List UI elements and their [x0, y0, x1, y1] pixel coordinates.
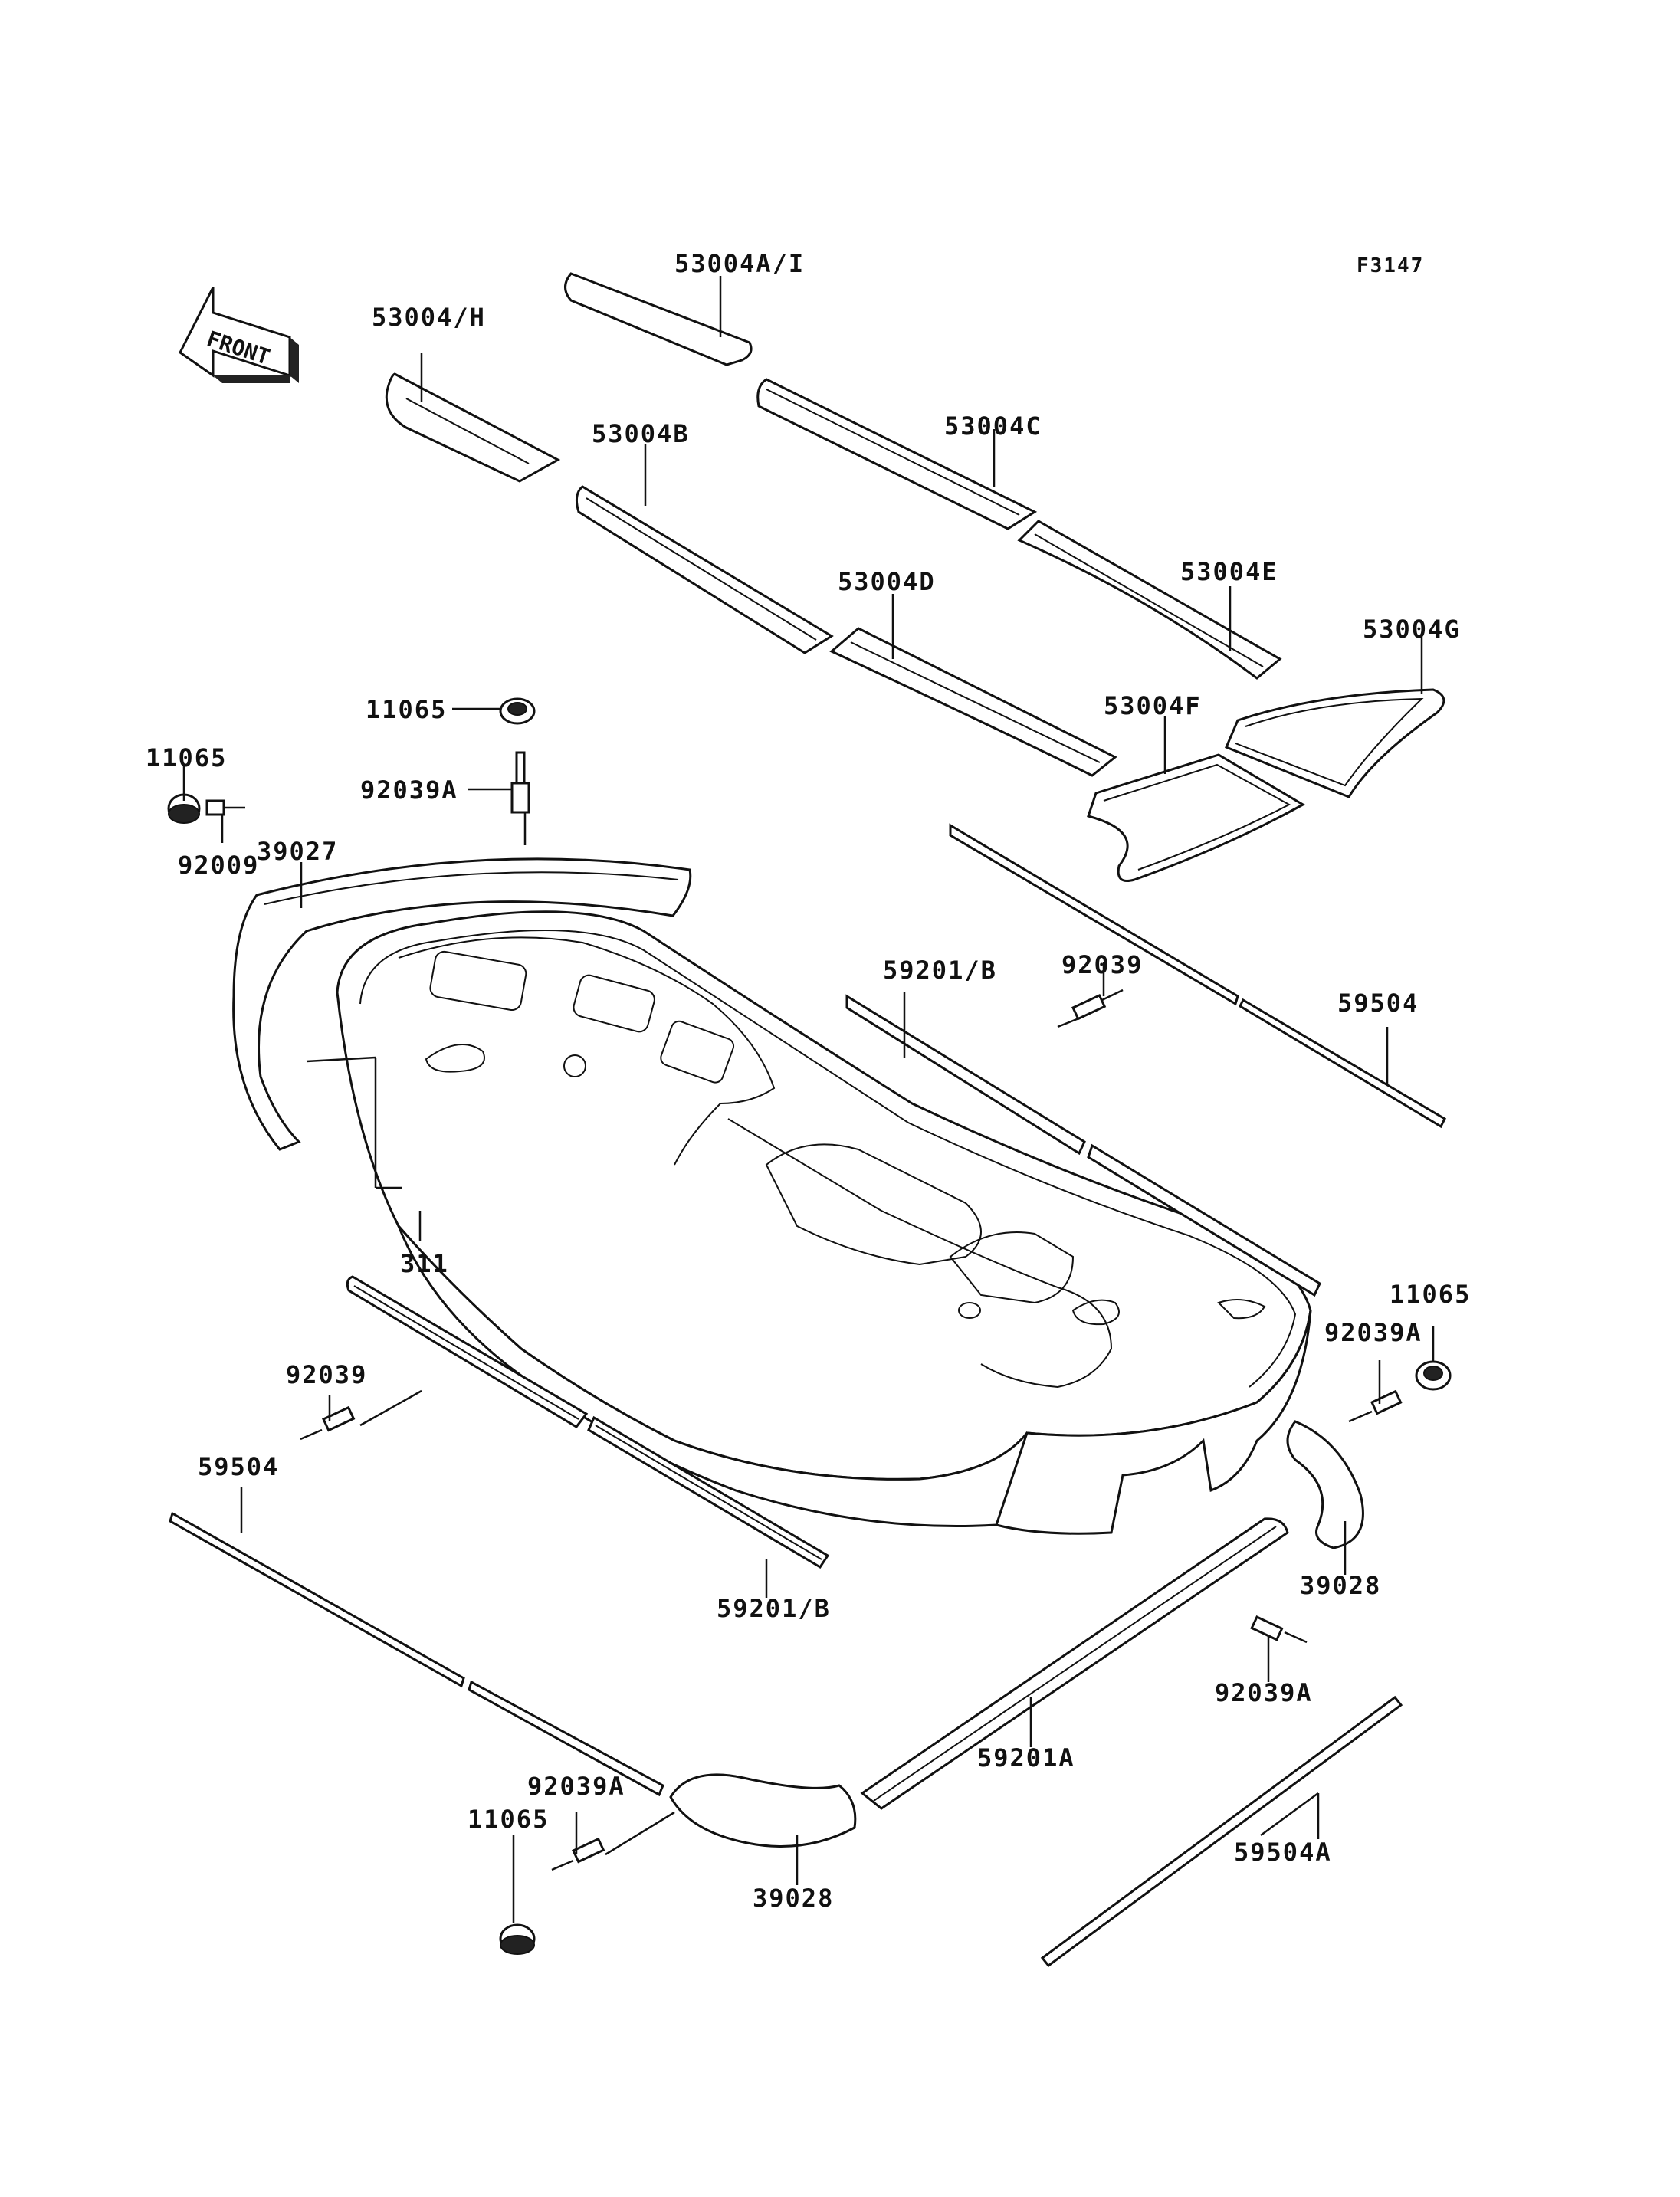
label-11065-top: 11065 [366, 695, 447, 724]
rivet-92039a-right [1348, 1389, 1403, 1423]
label-59504a: 59504A [1234, 1838, 1332, 1867]
rivet-92039-mid [1071, 989, 1124, 1021]
label-59201a: 59201A [977, 1743, 1075, 1772]
mat-53004f [1087, 753, 1306, 882]
label-53004h: 53004/H [372, 303, 486, 332]
label-11065-bottom: 11065 [468, 1805, 549, 1834]
label-11065-right: 11065 [1390, 1280, 1471, 1309]
diagram-ref-code: F3147 [1357, 254, 1424, 277]
leader-lines [182, 276, 1435, 1923]
front-arrow-icon: FRONT [179, 287, 299, 383]
label-92039a-rlow: 92039A [1215, 1678, 1313, 1707]
rivet-92039a-rlow [1250, 1615, 1308, 1644]
cap-nut-11065-top [499, 697, 536, 725]
mat-53004e [1017, 520, 1282, 680]
rivet-92039-left [300, 1405, 356, 1441]
cap-11065-bottom [499, 1923, 536, 1955]
mat-53004g [1225, 688, 1445, 798]
strip-59504-left [169, 1511, 664, 1797]
label-92039a-right: 92039A [1324, 1318, 1422, 1347]
label-59504-left: 59504 [198, 1452, 279, 1481]
label-311: 311 [400, 1249, 449, 1278]
screw-92009 [205, 799, 245, 816]
label-92039-left: 92039 [286, 1360, 367, 1389]
label-92039a-bottom: 92039A [527, 1772, 625, 1801]
rivet-92039a-top [510, 751, 530, 814]
label-39027: 39027 [257, 837, 338, 866]
rail-59201a [860, 1517, 1289, 1810]
strip-59504a [1040, 1695, 1403, 1968]
rail-59201b-bottom [346, 1275, 830, 1569]
cap-11065-left [167, 793, 201, 824]
mat-53004ai [564, 272, 753, 366]
label-92009: 92009 [178, 851, 259, 880]
label-53004f: 53004F [1104, 691, 1202, 720]
label-11065-left: 11065 [146, 743, 227, 772]
label-59201b-bottom: 59201/B [717, 1594, 831, 1623]
label-53004ai: 53004A/I [674, 249, 805, 278]
label-53004c: 53004C [944, 412, 1042, 441]
label-53004b: 53004B [592, 419, 690, 448]
label-53004d: 53004D [838, 567, 936, 596]
label-92039a-top: 92039A [360, 776, 458, 805]
label-39028-bottom: 39028 [753, 1884, 834, 1913]
label-39028-right: 39028 [1300, 1571, 1381, 1600]
strip-59504-right [949, 823, 1446, 1129]
rivet-92039a-bottom [551, 1837, 605, 1871]
label-59504-right: 59504 [1337, 989, 1419, 1018]
mat-53004c [756, 378, 1038, 530]
bumper-39028-right [1286, 1420, 1364, 1549]
hull-deck [336, 910, 1312, 1481]
bumper-39027 [232, 857, 692, 1151]
mat-53004d [829, 627, 1117, 777]
mat-53004b [575, 485, 834, 654]
label-53004g: 53004G [1363, 615, 1461, 644]
part-labels: 53004A/I 53004/H 53004B 53004C 53004D 53… [146, 249, 1471, 1913]
label-53004e: 53004E [1180, 557, 1278, 586]
label-92039-mid: 92039 [1061, 950, 1143, 979]
label-59201b-mid: 59201/B [883, 956, 997, 985]
cap-nut-11065-right [1415, 1360, 1452, 1391]
bumper-39028-bottom [669, 1773, 857, 1848]
rail-59201b-mid [845, 994, 1321, 1297]
mat-53004h [385, 372, 561, 483]
